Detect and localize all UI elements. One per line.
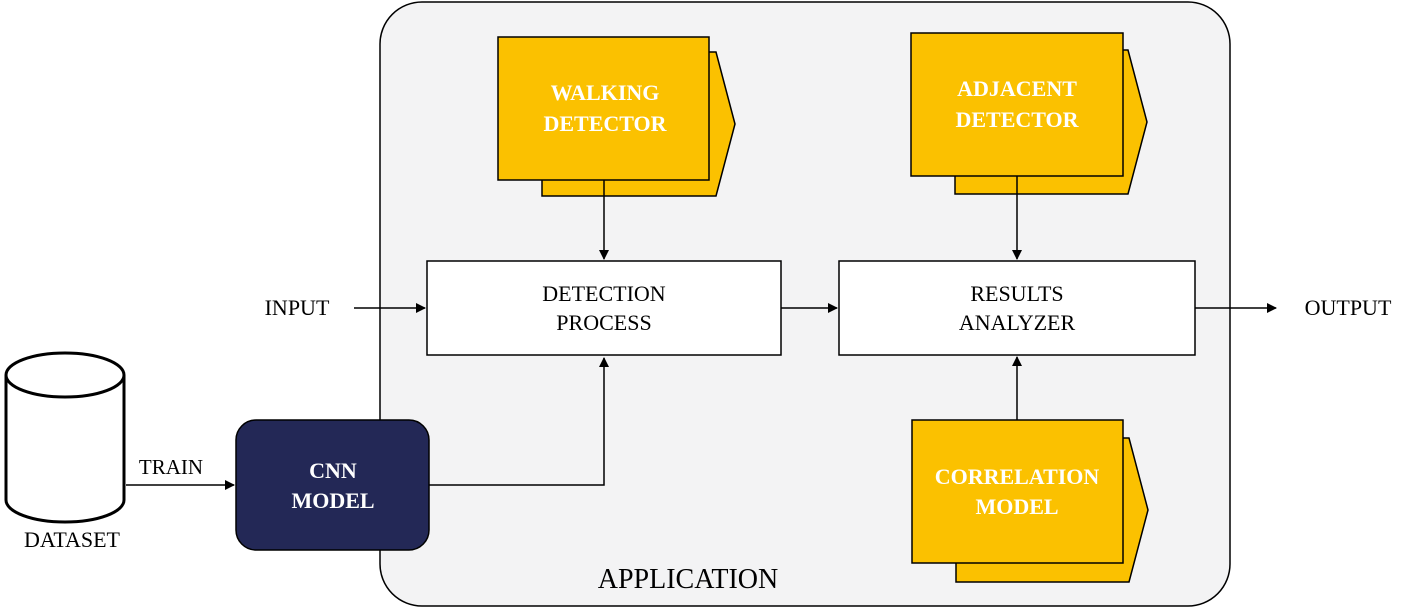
adjacent-detector-stack (910, 32, 1148, 195)
train-label: TRAIN (139, 455, 203, 479)
cnn-model-box (235, 419, 430, 551)
adjacent-detector-label-line1: ADJACENT (957, 76, 1077, 101)
results-analyzer-label-line2: ANALYZER (959, 310, 1076, 335)
walking-detector-label-line2: DETECTOR (543, 111, 667, 136)
walking-detector-stack (497, 36, 736, 197)
detection-process-box (426, 260, 782, 356)
results-analyzer-label-line1: RESULTS (970, 281, 1063, 306)
results-analyzer-box (838, 260, 1196, 356)
detection-process-label-line2: PROCESS (556, 310, 651, 335)
cnn-model-label-line1: CNN (309, 458, 357, 483)
correlation-model-label-line1: CORRELATION (935, 464, 1100, 489)
detection-process-label-line1: DETECTION (542, 281, 666, 306)
correlation-model-stack (911, 419, 1149, 583)
output-label: OUTPUT (1305, 295, 1392, 320)
cnn-model-label-line2: MODEL (291, 488, 374, 513)
input-label: INPUT (265, 295, 330, 320)
dataset-label: DATASET (24, 527, 121, 552)
application-label: APPLICATION (598, 564, 778, 595)
cnn-to-detection-arrow (429, 357, 609, 486)
adjacent-detector-label-line2: DETECTOR (955, 107, 1079, 132)
correlation-model-label-line2: MODEL (975, 494, 1058, 519)
dataset-cylinder-icon (4, 351, 126, 524)
walking-detector-label-line1: WALKING (551, 80, 660, 105)
